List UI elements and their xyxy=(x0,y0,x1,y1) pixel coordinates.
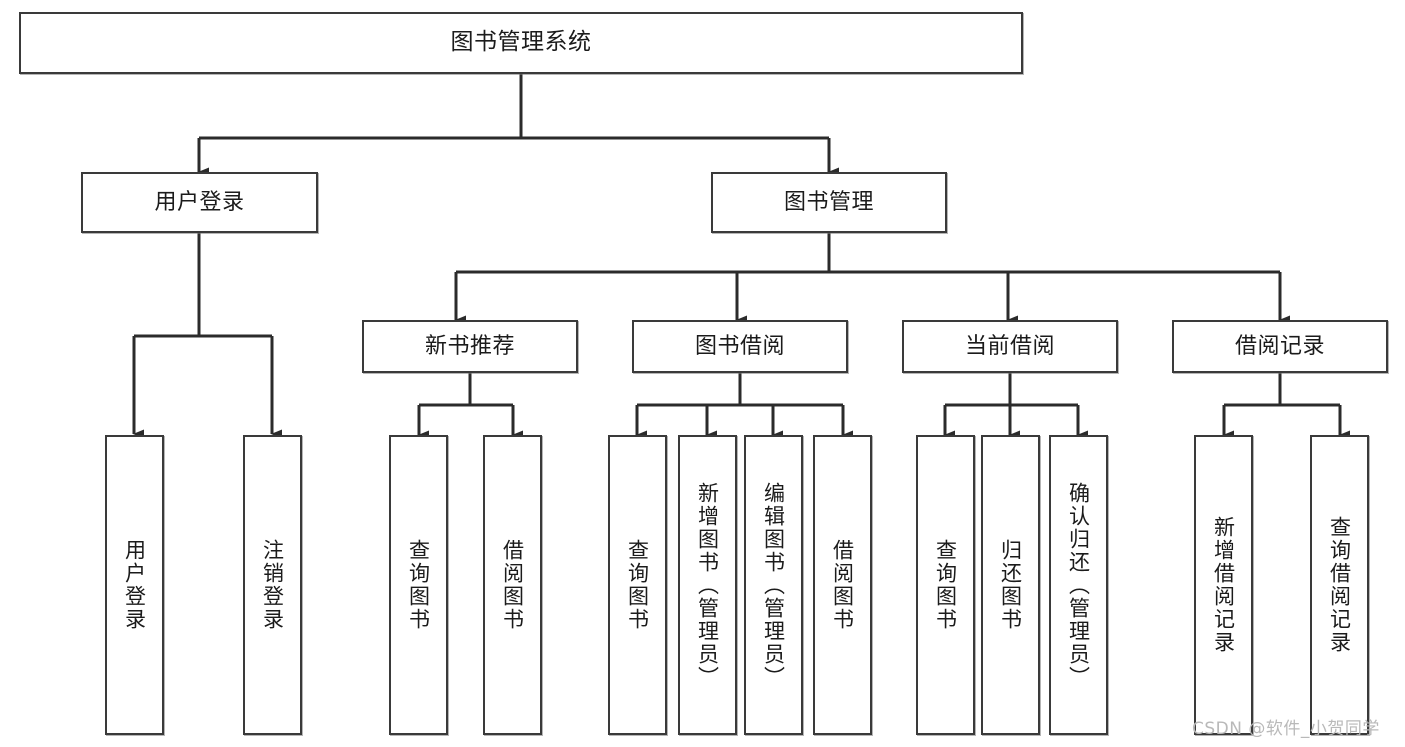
leaf-query-book-recommend[interactable]: 查询图书 xyxy=(389,435,448,735)
node-label: 归还图书 xyxy=(998,539,1023,631)
node-current-borrow[interactable]: 当前借阅 xyxy=(902,320,1118,373)
leaf-user-login[interactable]: 用户登录 xyxy=(105,435,164,735)
leaf-add-book-admin[interactable]: 新增图书（管理员） xyxy=(678,435,737,735)
node-user-login[interactable]: 用户登录 xyxy=(81,172,318,233)
node-label: 图书借阅 xyxy=(694,333,785,359)
node-label: 查询图书 xyxy=(406,539,431,631)
node-label: 借阅图书 xyxy=(830,539,855,631)
node-label: 编辑图书（管理员） xyxy=(761,481,786,689)
watermark: CSDN @软件_小贺同学 xyxy=(1192,719,1380,739)
node-label: 用户登录 xyxy=(122,539,147,631)
node-label: 查询图书 xyxy=(933,539,958,631)
leaf-logout[interactable]: 注销登录 xyxy=(243,435,302,735)
node-label: 借阅记录 xyxy=(1234,333,1325,359)
node-label: 确认归还（管理员） xyxy=(1066,481,1091,689)
node-label: 查询借阅记录 xyxy=(1327,516,1352,654)
node-label: 用户登录 xyxy=(154,189,245,215)
leaf-query-book-current[interactable]: 查询图书 xyxy=(916,435,975,735)
node-borrow-records[interactable]: 借阅记录 xyxy=(1172,320,1388,373)
leaf-query-borrow-record[interactable]: 查询借阅记录 xyxy=(1310,435,1369,735)
leaf-return-book[interactable]: 归还图书 xyxy=(981,435,1040,735)
leaf-edit-book-admin[interactable]: 编辑图书（管理员） xyxy=(744,435,803,735)
leaf-add-borrow-record[interactable]: 新增借阅记录 xyxy=(1194,435,1253,735)
leaf-borrow-book[interactable]: 借阅图书 xyxy=(813,435,872,735)
node-label: 图书管理 xyxy=(783,189,874,215)
node-new-book-recommend[interactable]: 新书推荐 xyxy=(362,320,578,373)
node-label: 当前借阅 xyxy=(964,333,1055,359)
node-label: 注销登录 xyxy=(260,539,285,631)
node-label: 借阅图书 xyxy=(500,539,525,631)
leaf-query-book-borrow[interactable]: 查询图书 xyxy=(608,435,667,735)
node-label: 新增图书（管理员） xyxy=(695,481,720,689)
node-root-system[interactable]: 图书管理系统 xyxy=(19,12,1023,74)
node-label: 图书管理系统 xyxy=(450,29,592,56)
node-label: 新书推荐 xyxy=(424,333,515,359)
leaf-borrow-book-recommend[interactable]: 借阅图书 xyxy=(483,435,542,735)
leaf-confirm-return-admin[interactable]: 确认归还（管理员） xyxy=(1049,435,1108,735)
node-book-borrow[interactable]: 图书借阅 xyxy=(632,320,848,373)
node-label: 查询图书 xyxy=(625,539,650,631)
node-book-management[interactable]: 图书管理 xyxy=(711,172,947,233)
node-label: 新增借阅记录 xyxy=(1211,516,1236,654)
